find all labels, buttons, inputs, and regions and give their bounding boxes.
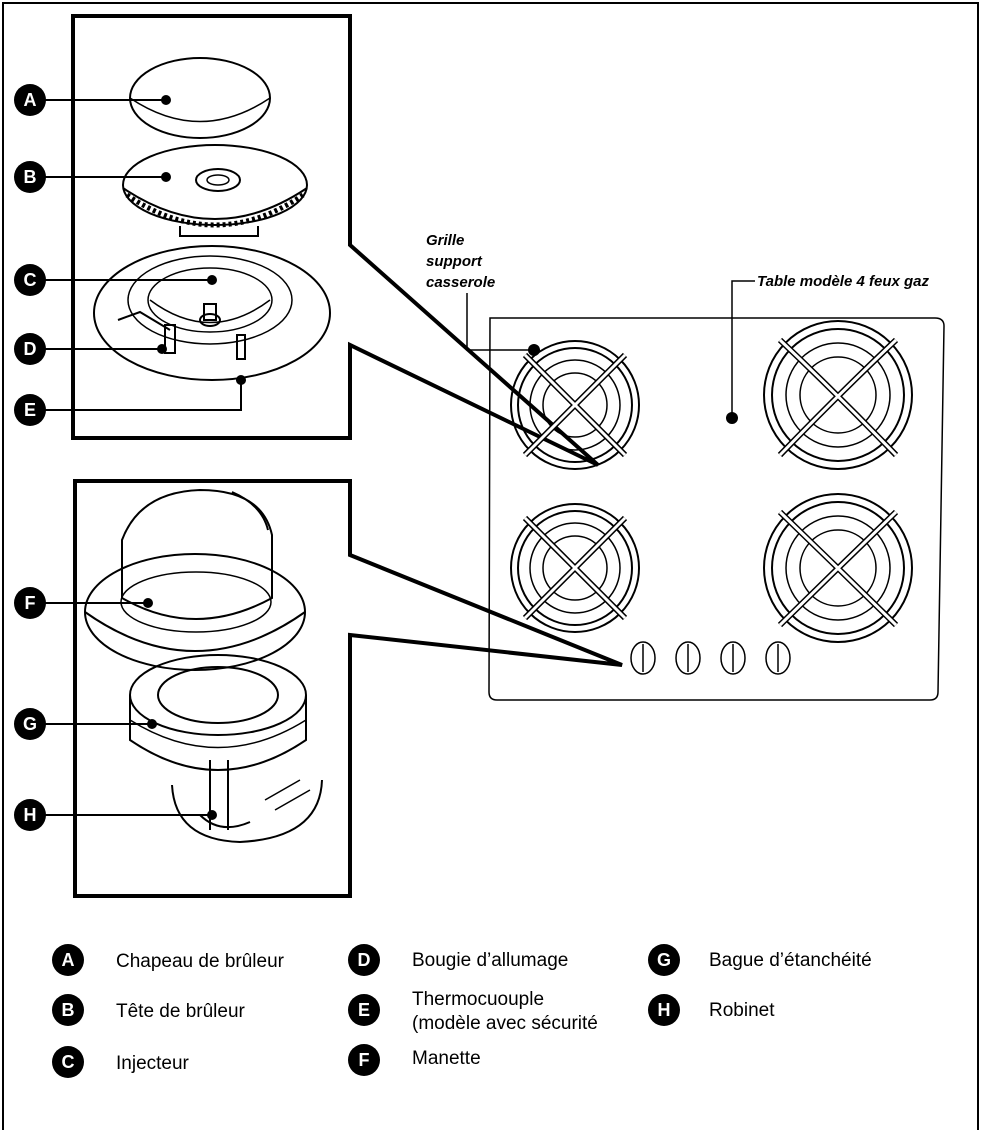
legend-item-B: B Tête de brûleur: [52, 994, 246, 1026]
svg-text:Bague d’étanchéité: Bague d’étanchéité: [709, 950, 872, 971]
callout-grille: Grille support casserole: [426, 232, 540, 356]
svg-text:C: C: [24, 270, 37, 290]
burner-front-left: [510, 340, 640, 470]
legend-item-A: A Chapeau de brûleur: [52, 944, 285, 976]
knob-drawing: [84, 488, 306, 671]
legend-item-E: E Thermocuouple (modèle avec sécurité: [348, 989, 598, 1034]
burner-cap-drawing: [129, 57, 271, 139]
burner-box-outline: [71, 14, 600, 467]
legend-item-G: G Bague d’étanchéité: [648, 944, 872, 976]
svg-text:Chapeau de brûleur: Chapeau de brûleur: [116, 951, 285, 972]
burner-base-drawing: [93, 245, 331, 381]
svg-text:C: C: [62, 1052, 75, 1072]
callout-table: Table modèle 4 feux gaz: [726, 273, 929, 424]
burner-detail-box: [71, 14, 600, 467]
svg-text:Injecteur: Injecteur: [116, 1053, 190, 1074]
part-label-E: E: [14, 375, 246, 426]
burner-front-right: [763, 493, 913, 643]
legend-item-D: D Bougie d’allumage: [348, 944, 568, 976]
svg-text:F: F: [359, 1050, 370, 1070]
part-label-D: D: [14, 333, 167, 365]
svg-text:H: H: [24, 805, 37, 825]
svg-text:Robinet: Robinet: [709, 1000, 775, 1021]
svg-text:Table modèle 4 feux gaz: Table modèle 4 feux gaz: [757, 273, 929, 290]
legend-item-H: H Robinet: [648, 994, 775, 1026]
svg-text:Tête de brûleur: Tête de brûleur: [116, 1001, 246, 1022]
svg-text:D: D: [24, 339, 37, 359]
part-label-G: G: [14, 708, 157, 740]
svg-text:A: A: [62, 950, 75, 970]
legend-item-F: F Manette: [348, 1044, 481, 1076]
cooktop-panel: [488, 317, 945, 701]
part-label-H: H: [14, 799, 217, 831]
part-label-A: A: [14, 84, 171, 116]
svg-text:Grille: Grille: [426, 232, 464, 249]
svg-text:Manette: Manette: [412, 1048, 481, 1069]
svg-text:F: F: [25, 593, 36, 613]
control-knobs: [630, 641, 791, 675]
svg-text:B: B: [62, 1000, 75, 1020]
valve-drawing: [171, 760, 323, 844]
part-label-B: B: [14, 161, 171, 193]
part-label-C: C: [14, 264, 217, 296]
svg-text:G: G: [23, 714, 37, 734]
svg-text:support: support: [426, 253, 483, 270]
part-label-F: F: [14, 587, 153, 619]
burner-head-drawing: [122, 144, 308, 237]
burner-back-left: [510, 503, 640, 633]
svg-text:Bougie d’allumage: Bougie d’allumage: [412, 950, 568, 971]
svg-text:casserole: casserole: [426, 274, 495, 291]
svg-text:D: D: [358, 950, 371, 970]
burner-back-right: [763, 320, 913, 470]
svg-text:A: A: [24, 90, 37, 110]
knob-detail-box: [73, 479, 623, 898]
svg-text:H: H: [658, 1000, 671, 1020]
svg-text:E: E: [24, 400, 36, 420]
svg-text:B: B: [24, 167, 37, 187]
svg-text:Thermocuouple: Thermocuouple: [412, 989, 544, 1010]
knob-box-outline: [73, 479, 623, 898]
svg-text:(modèle avec sécurité: (modèle avec sécurité: [412, 1013, 598, 1034]
sealing-ring-drawing: [129, 654, 307, 771]
legend-item-C: C Injecteur: [52, 1046, 190, 1078]
legend: A Chapeau de brûleur B Tête de brûleur C…: [52, 944, 872, 1078]
svg-text:E: E: [358, 1000, 370, 1020]
svg-text:G: G: [657, 950, 671, 970]
